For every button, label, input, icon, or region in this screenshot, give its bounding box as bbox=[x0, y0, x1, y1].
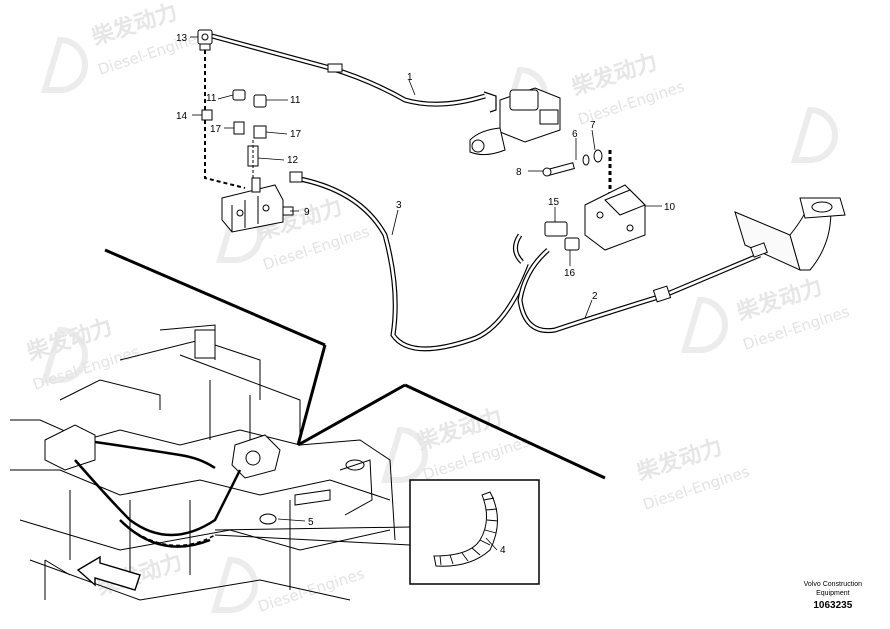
fittings-11-14-17 bbox=[201, 89, 267, 190]
callout-7: 7 bbox=[590, 120, 596, 131]
callout-labels: 13 1 11 11 14 17 17 12 9 3 6 7 8 10 15 1… bbox=[176, 33, 676, 556]
callout-12: 12 bbox=[287, 155, 299, 166]
callout-9: 9 bbox=[304, 207, 310, 218]
callout-11-left: 11 bbox=[206, 93, 217, 104]
detail-box bbox=[409, 479, 540, 585]
pump-unit bbox=[469, 87, 561, 156]
hose-3 bbox=[289, 171, 533, 352]
callout-8: 8 bbox=[516, 167, 522, 178]
valve-9 bbox=[221, 177, 294, 233]
hose-1 bbox=[211, 33, 497, 113]
callout-3: 3 bbox=[396, 200, 402, 211]
callout-13: 13 bbox=[176, 33, 188, 44]
watermark-brand-en: Diesel-Engines bbox=[256, 564, 367, 615]
view-direction-arrow-icon bbox=[76, 555, 141, 591]
exhaust-pipe bbox=[734, 197, 846, 271]
spiral-guard-4 bbox=[433, 491, 499, 567]
company-name-line-2: Equipment bbox=[816, 590, 850, 597]
figure-code: 1063235 bbox=[813, 600, 853, 611]
hose-dashed-overview bbox=[124, 524, 216, 547]
callout-1: 1 bbox=[407, 72, 413, 83]
callout-17-right: 17 bbox=[290, 129, 302, 140]
callout-2: 2 bbox=[592, 291, 598, 302]
callout-14: 14 bbox=[176, 111, 188, 122]
machine-frame-overview bbox=[10, 324, 396, 601]
callout-11-right: 11 bbox=[290, 95, 301, 106]
callout-15: 15 bbox=[548, 197, 560, 208]
company-name-line-1: Volvo Construction bbox=[803, 581, 862, 588]
fitting-13-elbow bbox=[197, 29, 213, 51]
callout-6: 6 bbox=[572, 129, 578, 140]
callout-16: 16 bbox=[564, 268, 576, 279]
callout-4: 4 bbox=[500, 545, 506, 556]
callout-leaders bbox=[190, 36, 662, 551]
callout-17-left: 17 bbox=[210, 124, 222, 135]
callout-5: 5 bbox=[308, 517, 314, 528]
flange-block-10 bbox=[584, 184, 646, 251]
callout-10: 10 bbox=[664, 202, 676, 213]
detail-funnel-lines bbox=[104, 248, 606, 480]
assembly-dashed-line bbox=[204, 50, 246, 189]
detail-leader-lines bbox=[214, 526, 411, 546]
sleeve-5-position bbox=[259, 513, 277, 525]
hose-2 bbox=[513, 233, 761, 334]
hose-routing-overview bbox=[74, 440, 242, 548]
bolt-washer-parts-6-7-8 bbox=[542, 149, 603, 177]
fittings-15-16 bbox=[544, 221, 580, 251]
figure-footer: Volvo Construction Equipment 1063235 bbox=[804, 580, 862, 614]
